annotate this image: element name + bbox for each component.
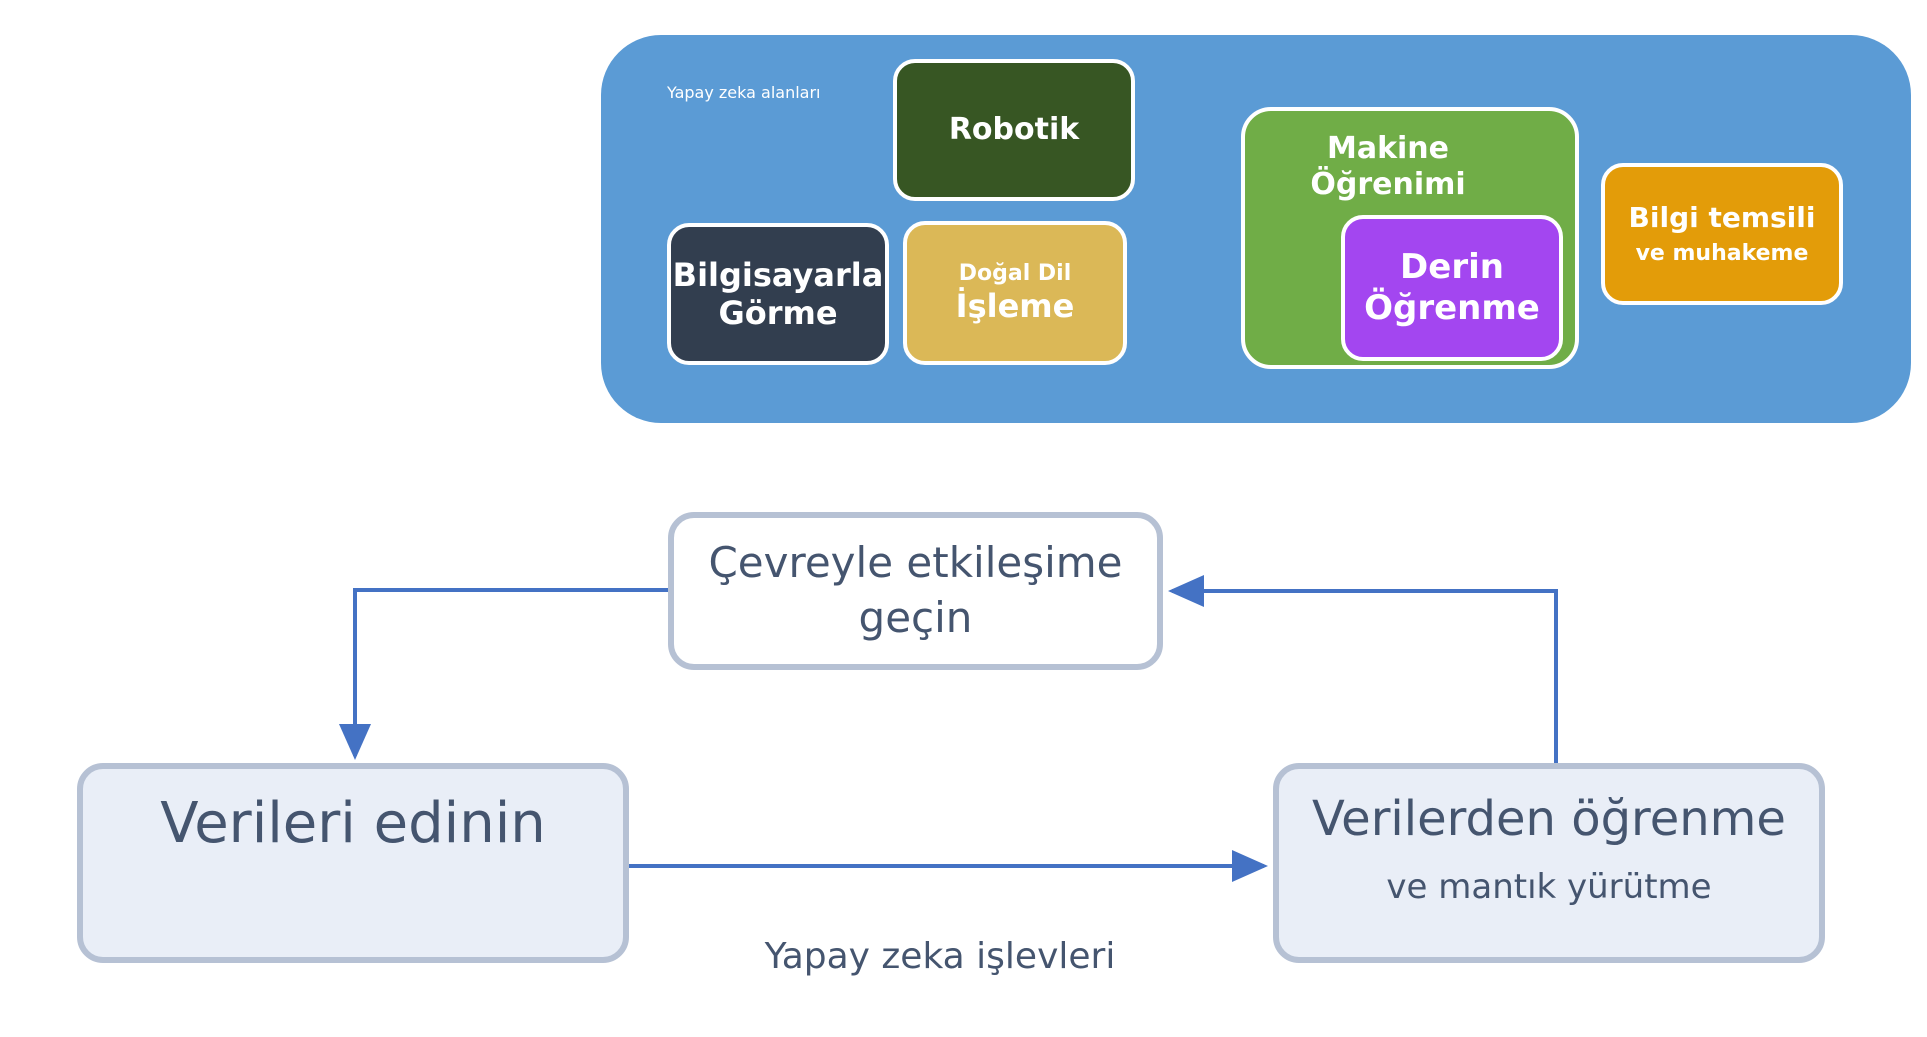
field-computer-vision-line2: Görme [718,294,838,332]
field-knowledge-line1: Bilgi temsili [1628,201,1816,234]
node-learn-line1: Verilerden öğrenme [1312,791,1786,847]
arrow-learn-to-interact [1168,575,1558,763]
node-interact-line2: geçin [858,593,973,642]
node-interact-environment: Çevreyle etkileşime geçin [668,512,1163,670]
field-computer-vision-line1: Bilgisayarla [672,255,884,294]
field-nlp-line1: Doğal Dil [958,260,1072,286]
arrow-interact-to-acquire [339,588,668,760]
node-learn-reason: Verilerden öğrenme ve mantık yürütme [1273,763,1825,963]
field-machine-learning-line2: Öğrenimi [1310,167,1466,202]
field-nlp-line2: İşleme [955,287,1075,325]
field-robotics-label: Robotik [948,112,1080,147]
field-machine-learning-line1: Makine [1326,131,1450,166]
node-acquire-data: Verileri edinin [77,763,629,963]
field-knowledge-reasoning: Bilgi temsili ve muhakeme [1601,163,1843,305]
field-deep-learning: Derin Öğrenme [1341,215,1563,361]
node-interact-line1: Çevreyle etkileşime [708,538,1123,588]
field-knowledge-line2: ve muhakeme [1635,240,1809,266]
field-computer-vision: Bilgisayarla Görme [667,223,889,365]
node-learn-line2: ve mantık yürütme [1386,867,1712,907]
ai-fields-panel: Yapay zeka alanları Robotik Bilgisayarla… [601,35,1911,423]
node-acquire-label: Verileri edinin [160,791,546,856]
field-robotics: Robotik [893,59,1135,201]
ai-functions-caption: Yapay zeka işlevleri [764,936,1116,977]
field-machine-learning-label: Makine Öğrenimi [1245,131,1531,203]
field-deep-learning-line2: Öğrenme [1364,288,1540,328]
field-nlp: Doğal Dil İşleme [903,221,1127,365]
ai-fields-caption: Yapay zeka alanları [667,83,821,102]
field-deep-learning-line1: Derin [1400,247,1504,288]
